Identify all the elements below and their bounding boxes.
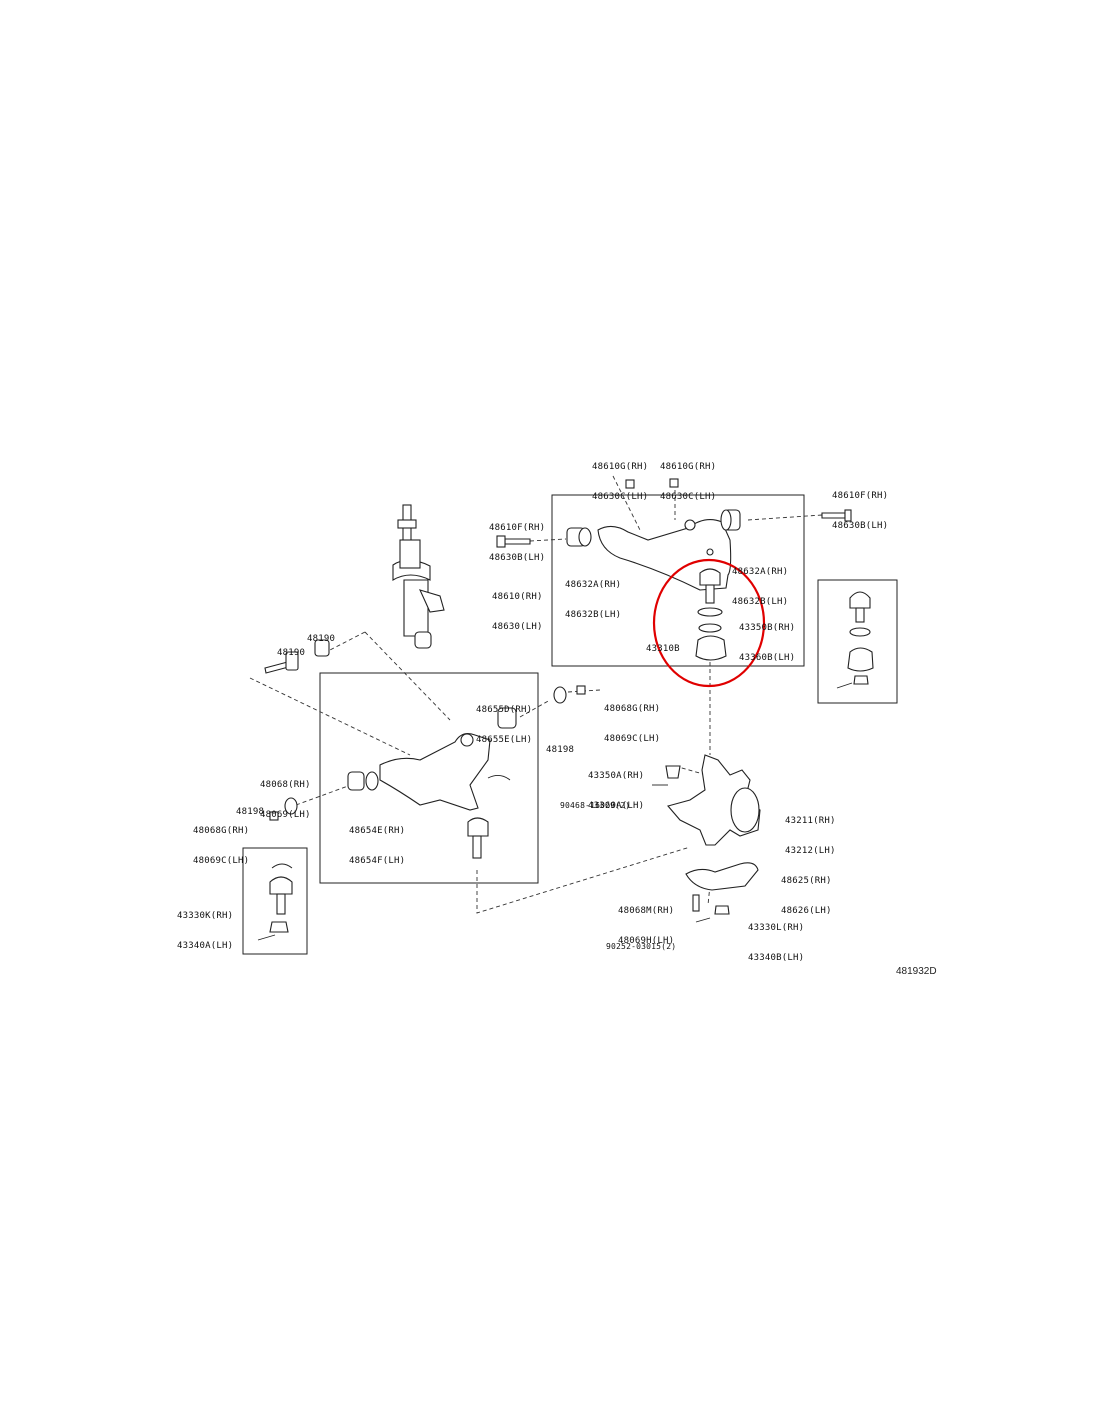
dashed-leaders [249,475,823,914]
part-number: 43340A(LH) [177,941,234,951]
part-number: 43360A(LH) [588,801,645,811]
label-stopper-left: 48198 [236,787,264,827]
part-number: 48198 [546,745,575,755]
label-cam-bolt: 48190 [307,614,335,654]
part-number: 48068M(RH) [618,906,675,916]
part-number: 48654F(LH) [349,856,406,866]
part-number: 90468-16029(2) [560,801,631,810]
part-number: 43211(RH) [785,816,836,826]
label-upper-bushing-left: 48632A(RH) 48632B(LH) [565,560,621,630]
label-upper-bolt-right: 48610F(RH) 48630B(LH) [832,471,888,541]
label-lower-nut-left: 48068G(RH) 48069C(LH) [193,806,249,876]
upper-arm-drawing [496,478,852,591]
part-number: 48190 [307,634,336,644]
label-lower-arm: 48068(RH) 48069(LH) [260,760,311,830]
part-number: 48630(LH) [492,622,543,632]
part-number: 48630B(LH) [489,553,546,563]
part-number: 48068G(RH) [193,826,250,836]
label-knuckle-arm-bolt: 48068M(RH) 48069H(LH) [618,886,674,956]
part-number: 48630C(LH) [660,492,717,502]
part-number: 43330L(RH) [748,923,805,933]
label-knuckle-nut: 43350A(RH) 43360A(LH) [588,751,644,821]
part-number: 48655E(LH) [476,735,533,745]
label-upper-ball-joint: 43310B [646,624,680,664]
part-number: 43350B(RH) [739,623,796,633]
part-number: 48655D(RH) [476,705,533,715]
part-number: 48632B(LH) [565,610,622,620]
label-upper-arm: 48610(RH) 48630(LH) [492,572,543,642]
part-number: 48069H(LH) [618,936,675,946]
upper-arm-box [551,494,805,667]
part-number: 48610F(RH) [489,523,546,533]
part-number: 90252-03015(2) [606,942,677,951]
part-number: 48625(RH) [781,876,832,886]
lower-arm-drawing [264,639,586,859]
part-number: 43212(LH) [785,846,836,856]
upper-ball-joint-drawing [695,568,727,661]
label-cotter-pin-b: 90252-03015(2) [606,922,676,962]
label-lower-bushing-rear: 48655D(RH) 48655E(LH) [476,685,532,755]
upper-ball-joint-detail-drawing [836,591,874,689]
label-upper-bushing-right: 48632A(RH) 48632B(LH) [732,547,788,617]
part-number: 48069C(LH) [604,734,661,744]
lower-ball-joint-detail-box [242,847,308,955]
part-number: 48198 [236,807,265,817]
part-number: 48630B(LH) [832,521,889,531]
label-cotter-pin-a: 90468-16029(2) [560,781,630,821]
part-number: 48610(RH) [492,592,543,602]
part-number: 48654E(RH) [349,826,406,836]
part-number: 43360B(LH) [739,653,796,663]
part-number: 43310B [646,644,680,654]
part-number: 48069C(LH) [193,856,250,866]
figure-number: 481932D [896,966,937,977]
part-number: 43330K(RH) [177,911,234,921]
lower-ball-joint-detail-drawing [257,863,293,941]
upper-ball-joint-detail-box [817,579,898,704]
label-cam-washer: 48190 [277,628,305,668]
part-number: 48190 [277,648,306,658]
part-number: 48626(LH) [781,906,832,916]
part-number: 48068G(RH) [604,704,661,714]
label-lower-bushing-front: 48654E(RH) 48654F(LH) [349,806,405,876]
label-upper-ball-joint-ring: 43350B(RH) 43360B(LH) [739,603,795,673]
part-number: 48632B(LH) [732,597,789,607]
part-number: 43350A(RH) [588,771,645,781]
highlight-circle [652,558,766,688]
part-number: 48610G(RH) [660,462,717,472]
part-number: 48632A(RH) [732,567,789,577]
label-ball-joint-nut: 43330L(RH) 43340B(LH) [748,903,804,973]
label-lower-ball-joint: 43330K(RH) 43340A(LH) [177,891,233,961]
part-number: 48068(RH) [260,780,311,790]
label-knuckle-arm: 48625(RH) 48626(LH) [781,856,832,926]
strut-assembly-drawing [392,504,445,649]
part-number: 48069(LH) [260,810,311,820]
part-number: 48630C(LH) [592,492,649,502]
part-number: 48610F(RH) [832,491,889,501]
label-stopper-top: 48198 [546,725,574,765]
label-upper-nut-a: 48610G(RH) 48630C(LH) [592,442,648,512]
lower-arm-box [319,672,539,884]
part-number: 43340B(LH) [748,953,805,963]
part-number: 48610G(RH) [592,462,649,472]
label-lower-nut-top: 48068G(RH) 48069C(LH) [604,684,660,754]
part-number: 48632A(RH) [565,580,622,590]
label-upper-nut-b: 48610G(RH) 48630C(LH) [660,442,716,512]
knuckle-drawing [652,754,761,923]
label-upper-bolt-left: 48610F(RH) 48630B(LH) [489,503,545,573]
label-knuckle: 43211(RH) 43212(LH) [785,796,836,866]
